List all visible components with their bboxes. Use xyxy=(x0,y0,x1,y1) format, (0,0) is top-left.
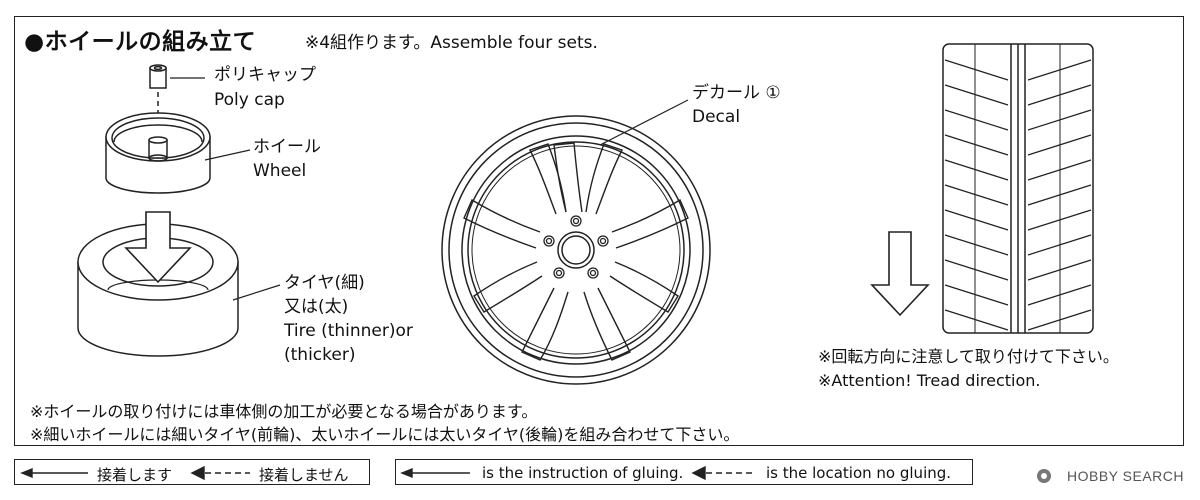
wheel-label-en: Wheel xyxy=(253,161,307,181)
legend-en-glue: is the instruction of gluing. xyxy=(482,464,684,482)
instruction-frame xyxy=(14,16,1184,446)
hobby-search-logo-icon xyxy=(1037,469,1051,483)
note-front-rear: ※細いホイールには細いタイヤ(前輪)、太いホイールには太いタイヤ(後輪)を組み合… xyxy=(30,425,740,444)
legend-en-no-glue-arrow xyxy=(691,465,755,481)
assembly-arrow xyxy=(124,211,192,284)
tread-direction-arrow xyxy=(870,231,930,317)
wheel-leader xyxy=(204,149,251,161)
wheel-label-jp: ホイール xyxy=(253,137,321,157)
tread-note-en: ※Attention! Tread direction. xyxy=(818,371,1041,390)
tire-label-jp-2: 又は(太) xyxy=(284,297,349,317)
tire-label-en-1: Tire (thinner)or xyxy=(284,321,413,341)
legend-en-glue-arrow xyxy=(400,467,470,479)
wheel-drawing xyxy=(105,112,211,194)
poly-cap-label-jp: ポリキャップ xyxy=(214,65,316,85)
legend-en-no-glue: is the location no gluing. xyxy=(766,464,952,482)
assembly-count-note: ※4組作ります。Assemble four sets. xyxy=(305,33,598,53)
tire-tread-drawing xyxy=(942,43,1094,334)
decal-leader xyxy=(599,99,689,146)
tire-label-en-2: (thicker) xyxy=(284,345,356,365)
poly-cap-drawing xyxy=(149,64,167,89)
legend-jp: 接着します 接着しません xyxy=(14,459,370,485)
poly-cap-label-en: Poly cap xyxy=(214,90,285,110)
tire-label-jp-1: タイヤ(細) xyxy=(284,273,365,293)
tread-pattern xyxy=(944,59,1092,331)
section-title: ●ホイールの組み立て xyxy=(24,29,257,55)
decal-label-jp: デカール ① xyxy=(692,83,781,103)
watermark: HOBBY SEARCH xyxy=(1067,468,1184,484)
legend-jp-no-glue: 接着しません xyxy=(259,466,349,484)
decal-label-en: Decal xyxy=(692,107,741,127)
note-modification: ※ホイールの取り付けには車体側の加工が必要となる場合があります。 xyxy=(30,402,538,421)
legend-no-glue-arrow xyxy=(190,465,250,481)
wheel-front-drawing xyxy=(441,115,711,385)
tire-leader xyxy=(232,284,281,301)
tread-note-jp: ※回転方向に注意して取り付けて下さい。 xyxy=(818,347,1119,366)
legend-en: is the instruction of gluing. is the loc… xyxy=(395,459,973,485)
legend-jp-glue: 接着します xyxy=(97,466,173,484)
legend-glue-arrow xyxy=(20,467,88,479)
